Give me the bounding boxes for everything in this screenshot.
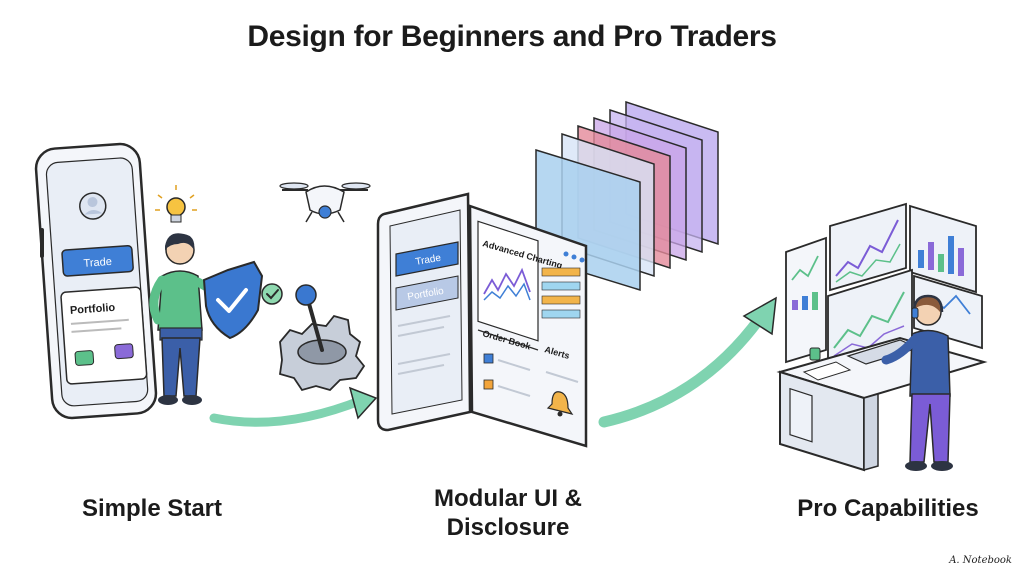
bell-icon bbox=[546, 391, 574, 417]
stage-label-simple-start: Simple Start bbox=[81, 495, 223, 522]
beginner-person bbox=[149, 233, 227, 405]
portfolio-card bbox=[60, 286, 148, 385]
drone-icon bbox=[279, 182, 371, 223]
trade-button-label: Trade bbox=[83, 256, 112, 270]
pro-workstation bbox=[776, 202, 988, 472]
check-icon bbox=[261, 283, 283, 305]
portfolio-card-title: Portfolio bbox=[70, 302, 116, 317]
progress-arrow-2 bbox=[598, 312, 766, 428]
modular-trade-button[interactable] bbox=[395, 241, 459, 277]
modular-device: Trade Portfolio Advanced Charting Order … bbox=[376, 192, 588, 448]
modular-trade-label: Trade bbox=[415, 253, 443, 268]
simple-phone: Trade Portfolio bbox=[34, 142, 158, 420]
lightbulb-icon bbox=[155, 185, 197, 223]
modular-portfolio-button[interactable] bbox=[395, 275, 459, 311]
trade-button[interactable] bbox=[61, 244, 134, 277]
pro-trader-person bbox=[881, 294, 953, 471]
shield-check-icon bbox=[202, 260, 264, 340]
headset-icon bbox=[912, 294, 944, 313]
stage-label-pro-capabilities: Pro Capabilities bbox=[797, 495, 979, 522]
joystick-gear-icon bbox=[278, 284, 366, 392]
page-title: Design for Beginners and Pro Traders bbox=[247, 20, 777, 53]
stage-label-modular-ui: Modular UI &Disclosure bbox=[434, 485, 582, 541]
progress-arrow-1 bbox=[209, 395, 367, 427]
watermark: A. Notebook bbox=[949, 555, 1012, 566]
